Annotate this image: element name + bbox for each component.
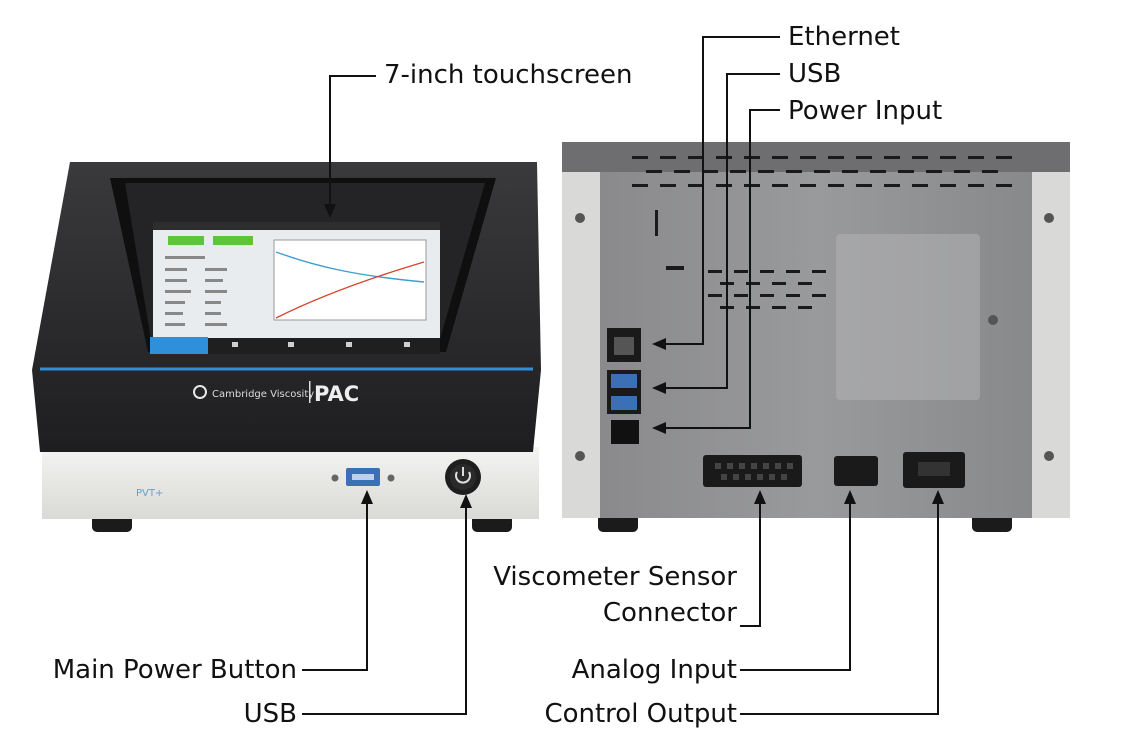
rear-unit bbox=[562, 142, 1070, 532]
callout-analog-input bbox=[740, 498, 851, 671]
screws bbox=[575, 213, 1054, 461]
analog-input-connector bbox=[834, 456, 878, 486]
indicator-light bbox=[331, 474, 339, 482]
label-touchscreen: 7-inch touchscreen bbox=[384, 60, 633, 90]
label-main-power-button: Main Power Button bbox=[52, 655, 297, 685]
callout-usb-front bbox=[302, 502, 467, 715]
model-label: PVT+ bbox=[136, 488, 163, 499]
callout-main-power bbox=[302, 498, 368, 671]
callout-usb-rear bbox=[660, 73, 780, 389]
screen-nav-active bbox=[150, 337, 208, 354]
label-usb-front: USB bbox=[243, 699, 297, 729]
screen-button bbox=[168, 236, 204, 245]
callout-ethernet bbox=[660, 36, 780, 345]
label-usb-rear: USB bbox=[788, 59, 842, 89]
info-label-plate bbox=[836, 234, 980, 400]
label-analog-input: Analog Input bbox=[571, 655, 737, 685]
viscometer-connector bbox=[703, 455, 802, 487]
power-input-port bbox=[611, 420, 639, 444]
label-power-input: Power Input bbox=[788, 96, 943, 126]
label-control-output: Control Output bbox=[544, 699, 737, 729]
callout-viscometer bbox=[740, 498, 761, 627]
indicator-light bbox=[387, 474, 395, 482]
label-viscometer-line2: Connector bbox=[602, 598, 737, 628]
callout-lines bbox=[302, 36, 939, 715]
label-ethernet: Ethernet bbox=[788, 22, 900, 52]
svg-text:Cambridge Viscosity: Cambridge Viscosity bbox=[212, 389, 314, 400]
label-viscometer-line1: Viscometer Sensor bbox=[493, 562, 737, 592]
svg-text:PAC: PAC bbox=[314, 382, 359, 406]
callout-arrowheads bbox=[324, 204, 944, 508]
power-icon bbox=[455, 471, 471, 484]
screen-readouts bbox=[165, 256, 227, 326]
callout-control-output bbox=[740, 498, 939, 715]
screen-button bbox=[213, 236, 253, 245]
brand-logo: Cambridge Viscosity PAC bbox=[193, 381, 359, 406]
front-unit: Cambridge Viscosity PAC PVT+ bbox=[32, 162, 541, 532]
screen-nav-bar bbox=[153, 338, 440, 354]
callout-power-input bbox=[660, 109, 780, 429]
top-vents bbox=[632, 156, 1012, 187]
callout-touchscreen bbox=[329, 75, 376, 210]
